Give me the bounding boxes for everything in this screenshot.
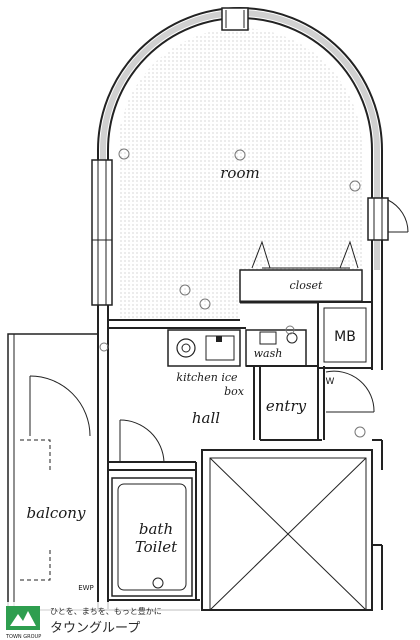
right-window (367, 197, 409, 241)
label-ewp-mark: EWP (78, 584, 94, 592)
brand-block: TOWN GROUP ひとを、まちを、もっと豊かに タウングループ (0, 602, 200, 640)
label-kitchen-line2: box (224, 385, 245, 398)
label-mb: MB (334, 329, 356, 345)
fixture-symbols (99, 148, 366, 438)
label-balcony: balcony (27, 504, 86, 522)
bath-door (119, 419, 165, 463)
bathtub (111, 477, 193, 597)
common-shaft (201, 439, 383, 611)
label-room: room (220, 164, 259, 182)
entry-door (325, 370, 375, 413)
room-floor (118, 28, 362, 330)
brand-company-name: タウングループ (50, 621, 140, 636)
left-window (91, 159, 113, 306)
label-bath-line2: Toilet (135, 538, 178, 556)
mb-box (317, 301, 373, 369)
top-window (221, 7, 249, 31)
label-wash: wash (254, 347, 283, 360)
brand-logo-subtext: TOWN GROUP (5, 634, 41, 640)
brand-logo-icon (6, 606, 40, 630)
brand-slogan: ひとを、まちを、もっと豊かに (50, 606, 162, 616)
label-hall: hall (192, 409, 220, 427)
label-entry: entry (266, 397, 307, 415)
kitchen-counter (167, 329, 241, 367)
label-w-mark: W (326, 377, 335, 387)
balcony (7, 333, 99, 611)
label-kitchen-line1: kitchen ice (176, 371, 238, 384)
label-bath-line1: bath (139, 520, 173, 538)
label-closet: closet (290, 279, 323, 292)
